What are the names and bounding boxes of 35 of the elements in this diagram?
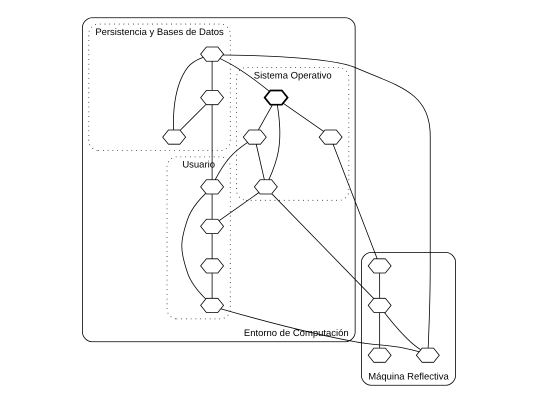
connector — [173, 56, 204, 130]
connector — [268, 104, 280, 180]
connector — [218, 192, 260, 221]
connector — [256, 144, 265, 180]
connector — [181, 193, 206, 300]
connector — [332, 144, 378, 259]
node-hexagon — [200, 298, 224, 313]
connector — [379, 312, 380, 348]
connector — [384, 312, 421, 350]
node-hexagon — [416, 348, 440, 363]
connector — [214, 142, 248, 180]
connector — [220, 308, 420, 352]
node-hexagon — [254, 179, 278, 194]
connector — [282, 102, 324, 132]
node-hexagon — [200, 46, 224, 62]
connector — [272, 194, 374, 299]
connector — [379, 272, 380, 298]
cluster: Máquina Reflectiva — [361, 252, 456, 386]
node-hexagon — [200, 258, 224, 274]
node-hexagon — [200, 179, 224, 194]
connector — [180, 104, 206, 131]
node-hexagon — [368, 258, 392, 274]
node-hexagon — [200, 90, 224, 106]
node-hexagon — [200, 218, 224, 234]
connector — [220, 58, 270, 92]
node-hexagon — [368, 298, 392, 313]
cluster: Persistencia y Bases de Datos — [88, 24, 231, 151]
cluster: Sistema Operativo — [236, 67, 350, 201]
connector — [222, 54, 431, 348]
node-hexagon — [368, 348, 392, 363]
connector — [258, 104, 273, 130]
node-hexagon — [162, 130, 186, 145]
node-hexagon — [318, 130, 343, 145]
node-hexagon — [242, 130, 267, 145]
node-hexagon — [264, 90, 289, 106]
